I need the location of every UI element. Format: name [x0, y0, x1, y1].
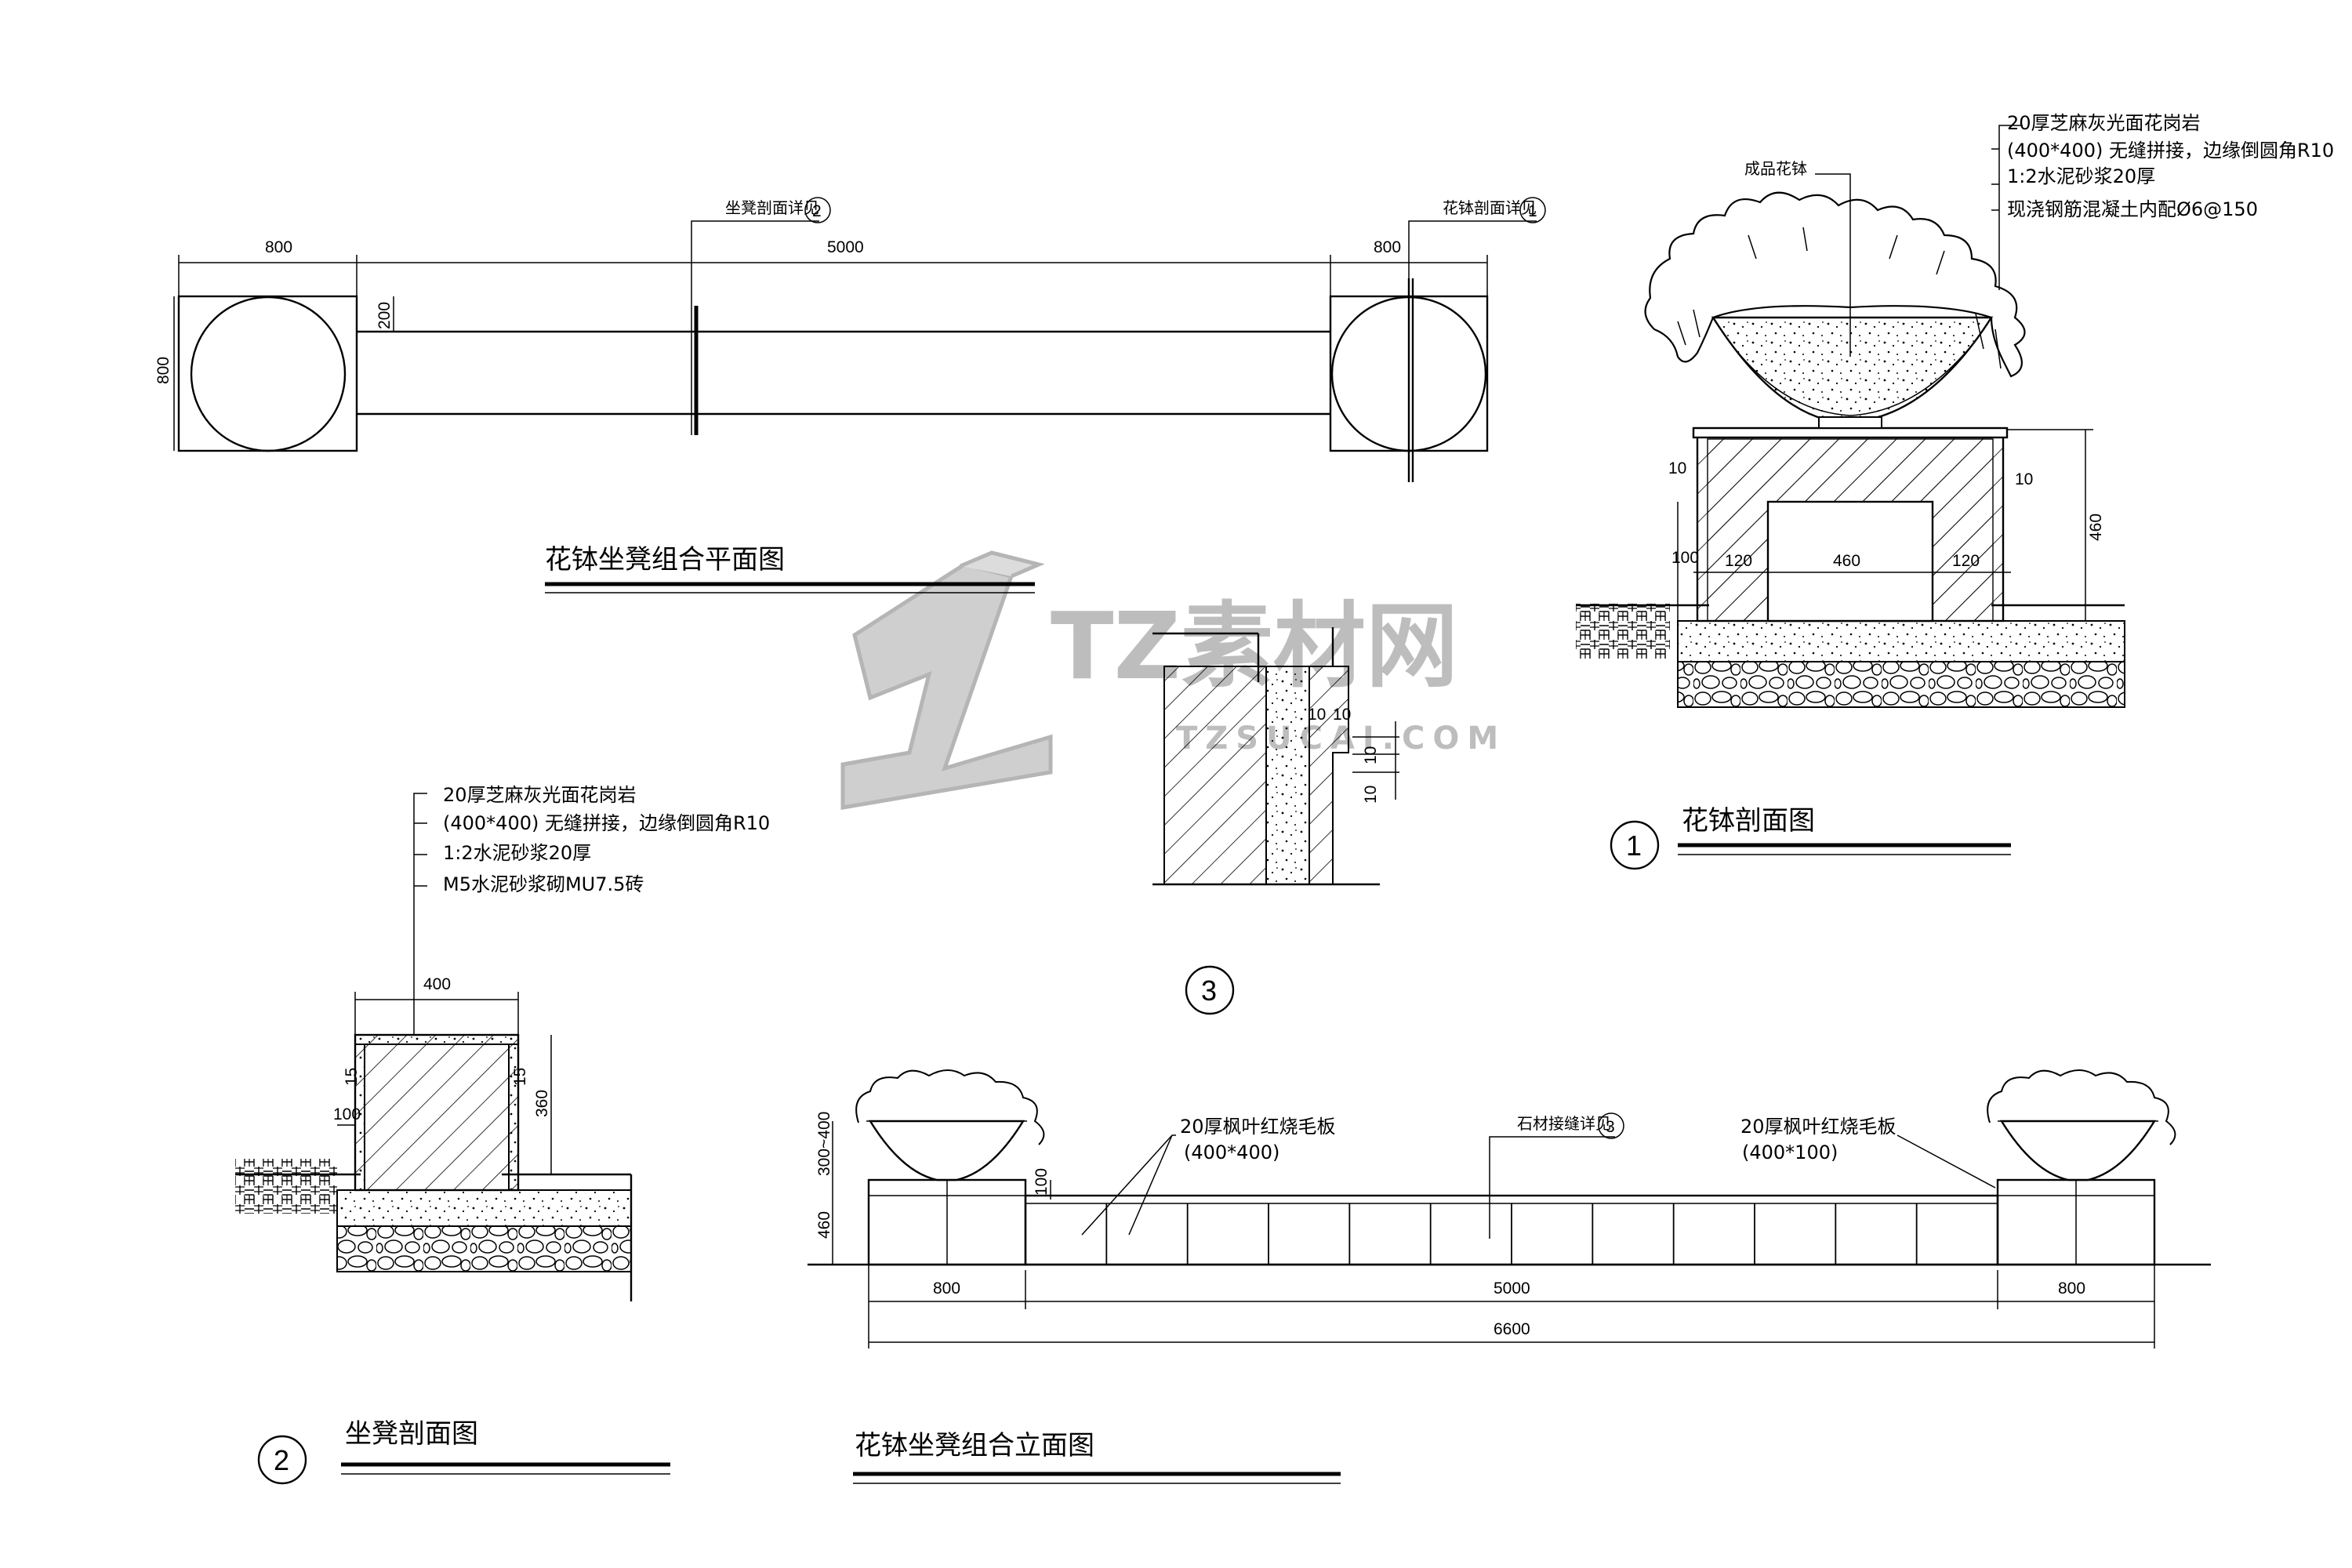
elev-note-left-2: (400*400)	[1184, 1142, 1279, 1163]
bench-dim-400: 400	[423, 975, 451, 993]
pot-note-4: 现浇钢筋混凝土内配Ø6@150	[2007, 198, 2258, 220]
pot-section-num-circle	[1610, 820, 1660, 870]
elevation-view: 20厚枫叶红烧毛板 (400*400) 石材接缝详见 3 20厚枫叶红烧毛板 (…	[808, 1069, 2211, 1484]
elev-title: 花钵坐凳组合立面图	[855, 1430, 1094, 1461]
bench-dim-360: 360	[533, 1090, 551, 1117]
bench-section-num-circle	[257, 1435, 307, 1485]
pot-foliage	[1644, 191, 2026, 378]
elev-dim-right: 800	[2058, 1279, 2085, 1298]
elev-note-center-num: 3	[1606, 1118, 1615, 1136]
bench-note-1: 20厚芝麻灰光面花岗岩	[443, 784, 637, 806]
bench-note-4: M5水泥砂浆砌MU7.5砖	[443, 873, 644, 895]
pot-note-3: 1:2水泥砂浆20厚	[2007, 165, 2155, 187]
bench-note-3: 1:2水泥砂浆20厚	[443, 842, 591, 864]
joint-dim-d: 10	[1362, 786, 1380, 804]
bench-dim-15-left: 15	[343, 1068, 361, 1086]
elev-dim-460: 460	[815, 1211, 833, 1239]
plan-title: 花钵坐凳组合平面图	[545, 544, 785, 575]
bench-dim-100: 100	[333, 1105, 361, 1123]
bench-note-2: (400*400) 无缝拼接，边缘倒圆角R10	[443, 812, 770, 834]
joint-detail: 10 10 10 10 3	[1152, 627, 1399, 1015]
joint-dim-a: 10	[1308, 706, 1326, 724]
elev-note-right-1: 20厚枫叶红烧毛板	[1740, 1116, 1896, 1138]
elev-dim-100: 100	[1033, 1168, 1051, 1196]
pot-dim-10-right: 10	[2015, 470, 2033, 488]
elev-bench-joints	[1105, 1203, 1918, 1265]
plan-pot-base-left	[177, 295, 358, 452]
pot-dim-10-left: 10	[1668, 459, 1686, 477]
plan-dim-center: 5000	[827, 238, 864, 256]
bench-dim-15-right: 15	[511, 1068, 529, 1086]
bench-section: 20厚芝麻灰光面花岗岩 (400*400) 无缝拼接，边缘倒圆角R10 1:2水…	[235, 784, 770, 1485]
pot-note-2: (400*400) 无缝拼接，边缘倒圆角R10	[2007, 140, 2334, 162]
plan-view: 800 5000 800 800 200 坐凳剖面详见 2 花钵剖面详见 1 花…	[154, 197, 1546, 593]
pot-label-product: 成品花钵	[1744, 159, 1807, 178]
elev-dim-center: 5000	[1494, 1279, 1530, 1298]
pot-section-title: 花钵剖面图	[1682, 805, 1815, 837]
plan-dim-height: 800	[154, 357, 172, 384]
bench-body	[354, 1033, 520, 1192]
plan-callout-bench-circle	[804, 197, 831, 223]
pot-section-num: 1	[1626, 829, 1642, 862]
pot-dim-120-right: 120	[1952, 552, 1980, 570]
plan-dim-right: 800	[1374, 238, 1401, 256]
bench-section-title: 坐凳剖面图	[345, 1418, 478, 1450]
pot-dim-100: 100	[1671, 549, 1699, 567]
elev-note-center: 石材接缝详见	[1517, 1114, 1611, 1133]
joint-num: 3	[1201, 975, 1217, 1007]
pot-dim-460h: 460	[2087, 514, 2105, 541]
plan-dim-left: 800	[265, 238, 292, 256]
pot-note-1: 20厚芝麻灰光面花岗岩	[2007, 112, 2201, 134]
elev-note-right-2: (400*100)	[1742, 1142, 1838, 1163]
plan-callout-pot-num: 1	[1528, 202, 1537, 220]
pot-pedestal-void	[1766, 500, 1934, 622]
elev-dim-pot-h: 300~400	[815, 1112, 833, 1176]
plan-callout-pot-text: 花钵剖面详见	[1443, 198, 1537, 217]
joint-dim-c: 10	[1362, 746, 1380, 764]
watermark-logo-icon	[840, 550, 1053, 810]
bench-section-num: 2	[274, 1444, 289, 1476]
elev-note-left-1: 20厚枫叶红烧毛板	[1180, 1116, 1336, 1138]
plan-dim-bench: 200	[376, 302, 394, 329]
plan-callout-pot-circle	[1519, 197, 1546, 223]
elev-dim-total: 6600	[1494, 1320, 1530, 1338]
plan-callout-bench-text: 坐凳剖面详见	[725, 198, 819, 217]
plan-pot-left	[190, 296, 347, 452]
plan-callout-bench-num: 2	[812, 202, 822, 220]
joint-dim-b: 10	[1333, 706, 1351, 724]
joint-num-circle	[1185, 965, 1235, 1015]
elev-dim-left: 800	[933, 1279, 960, 1298]
pot-section: 成品花钵 20厚芝麻灰光面花岗岩 (400*400) 无缝拼接，边缘倒圆角R10…	[1576, 112, 2334, 870]
pot-dim-460w: 460	[1833, 552, 1860, 570]
pot-dim-120-left: 120	[1725, 552, 1752, 570]
